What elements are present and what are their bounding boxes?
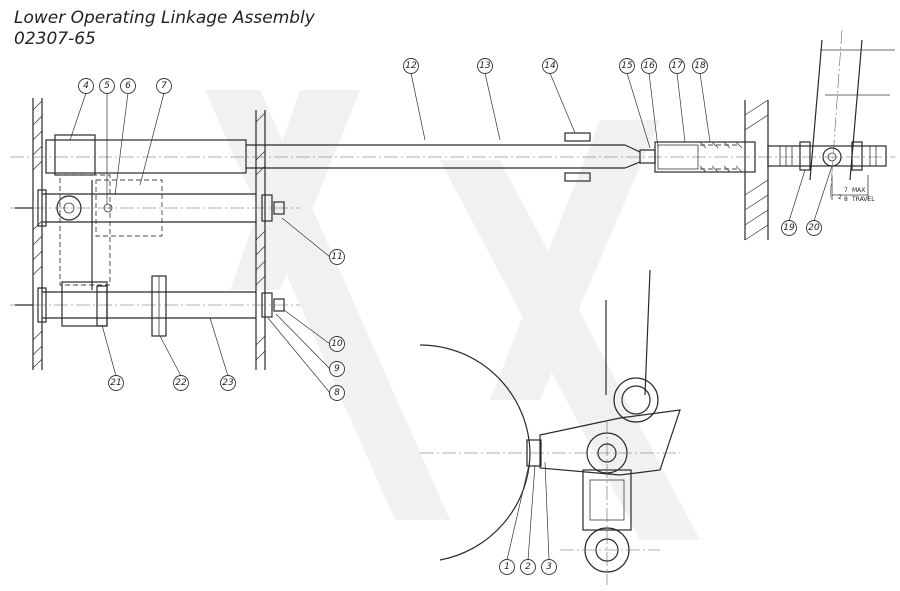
callout-11: 11 [329, 249, 345, 265]
callout-circle [641, 58, 657, 74]
crank-arm [809, 29, 895, 201]
callout-circle [541, 559, 557, 575]
callout-label: 23 [222, 378, 234, 388]
callout-2: 2 [520, 559, 536, 575]
leader-lines [69, 72, 833, 561]
callout-label: 9 [334, 364, 340, 374]
diagram-part-number: 02307-65 [14, 29, 96, 49]
callout-13: 13 [477, 58, 493, 74]
callout-circle [329, 336, 345, 352]
left-wall-section [32, 98, 43, 370]
travel-frac-top: 7 [844, 187, 848, 194]
callout-label: 21 [110, 378, 121, 388]
callout-label: 5 [104, 81, 110, 91]
callout-circle [329, 385, 345, 401]
right-wall-section [744, 99, 769, 241]
callout-label: 11 [331, 252, 342, 262]
callout-4: 4 [78, 78, 94, 94]
callout-19: 19 [781, 220, 797, 236]
callout-circle [329, 249, 345, 265]
callout-18: 18 [692, 58, 708, 74]
callout-circle [329, 361, 345, 377]
callout-label: 6 [125, 81, 131, 91]
callout-label: 12 [405, 61, 417, 71]
threaded-rod-end [767, 141, 887, 171]
callout-circle [156, 78, 172, 94]
callout-label: 8 [334, 388, 340, 398]
callout-circle [781, 220, 797, 236]
bellcrank-view [420, 269, 681, 585]
callout-label: 17 [671, 61, 683, 71]
travel-frac-bottom: 8 [844, 196, 848, 203]
travel-text: TRAVEL [851, 196, 875, 203]
callout-circle [78, 78, 94, 94]
rotation-arc [419, 344, 531, 561]
callout-label: 18 [694, 61, 706, 71]
callout-8: 8 [329, 385, 345, 401]
travel-dimension: 2 7 8 MAX TRAVEL [831, 175, 875, 203]
operating-rod [45, 132, 656, 182]
travel-max: MAX [852, 187, 865, 194]
callout-6: 6 [120, 78, 136, 94]
lever-assembly [15, 134, 285, 290]
callout-circle [99, 78, 115, 94]
callout-10: 10 [329, 336, 345, 352]
callout-circle [806, 220, 822, 236]
callout-1: 1 [499, 559, 515, 575]
callout-label: 10 [331, 339, 343, 349]
callout-9: 9 [329, 361, 345, 377]
callout-label: 15 [621, 61, 633, 71]
callout-label: 4 [83, 81, 89, 91]
callout-circle [173, 375, 189, 391]
callout-7: 7 [156, 78, 172, 94]
watermark-logo [205, 90, 700, 540]
callout-5: 5 [99, 78, 115, 94]
callout-15: 15 [619, 58, 635, 74]
callout-circle [403, 58, 419, 74]
lower-shaft [15, 275, 285, 337]
callout-circle [220, 375, 236, 391]
callout-12: 12 [403, 58, 419, 74]
callout-label: 14 [544, 61, 556, 71]
callout-label: 2 [525, 562, 531, 572]
callout-16: 16 [641, 58, 657, 74]
diagram-title: Lower Operating Linkage Assembly [14, 8, 315, 28]
callout-3: 3 [541, 559, 557, 575]
callout-23: 23 [220, 375, 236, 391]
callout-label: 22 [175, 378, 187, 388]
middle-wall-section [255, 110, 266, 370]
callout-20: 20 [806, 220, 822, 236]
callout-21: 21 [108, 375, 124, 391]
callout-label: 13 [479, 61, 491, 71]
travel-whole: 2 [838, 194, 842, 201]
callout-22: 22 [173, 375, 189, 391]
callout-circle [108, 375, 124, 391]
callout-circle [692, 58, 708, 74]
callout-label: 3 [546, 562, 552, 572]
callout-label: 7 [161, 81, 167, 91]
callout-circle [120, 78, 136, 94]
callout-label: 16 [643, 61, 655, 71]
callout-circle [499, 559, 515, 575]
callout-17: 17 [669, 58, 685, 74]
coupling-sleeve [654, 141, 756, 173]
callout-circle [542, 58, 558, 74]
callout-14: 14 [542, 58, 558, 74]
callout-circle [520, 559, 536, 575]
callout-label: 19 [783, 223, 795, 233]
callout-circle [669, 58, 685, 74]
callout-circle [477, 58, 493, 74]
callout-circle [619, 58, 635, 74]
callout-label: 20 [808, 223, 820, 233]
callout-label: 1 [504, 562, 510, 572]
